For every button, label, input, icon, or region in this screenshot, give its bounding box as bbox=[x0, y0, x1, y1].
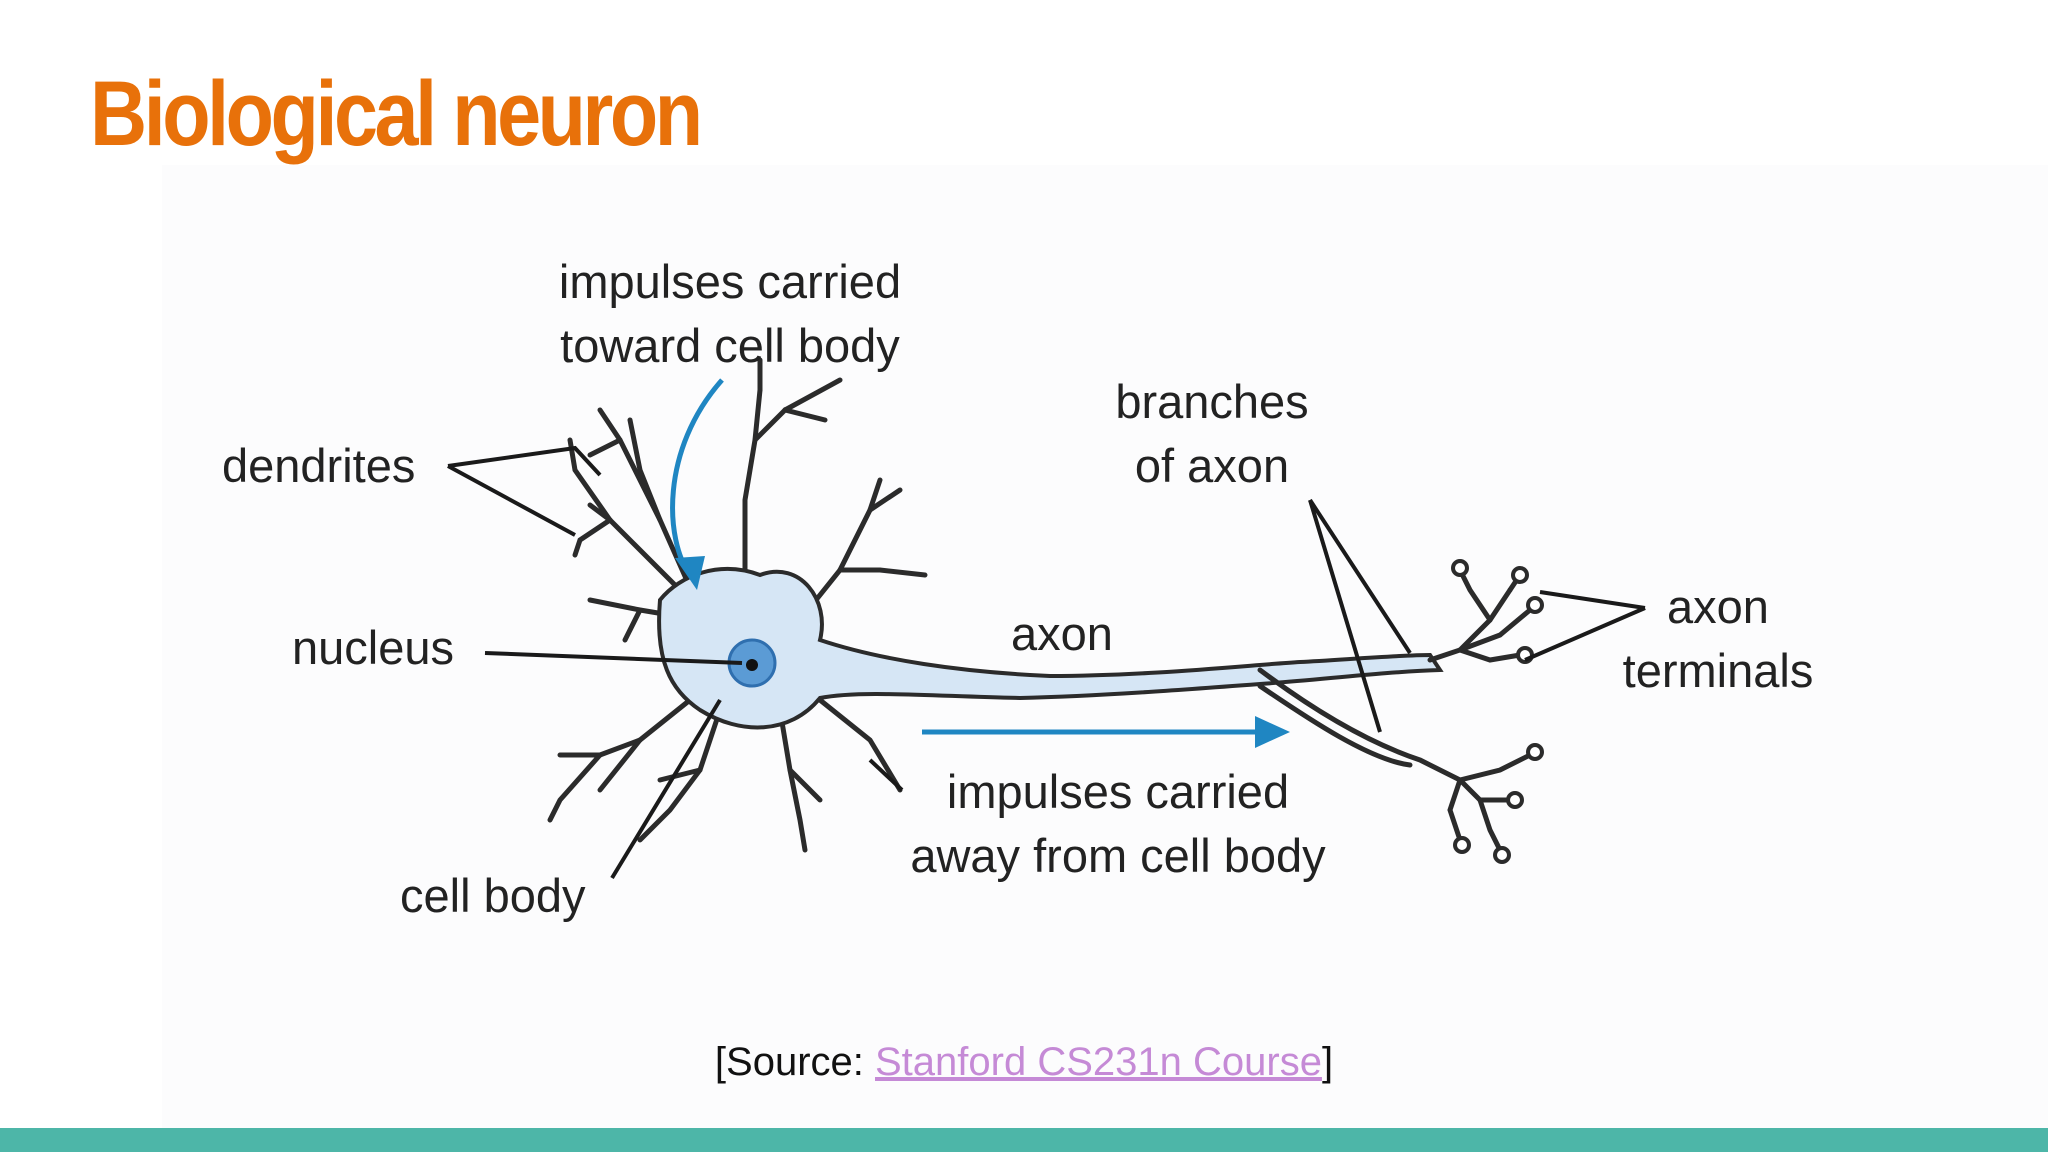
nucleolus-dot bbox=[746, 659, 758, 671]
label-terminals-1: axon bbox=[1667, 580, 1769, 633]
slide-title: Biological neuron bbox=[90, 63, 703, 165]
label-impulses-out-2: away from cell body bbox=[910, 829, 1326, 882]
label-impulses-in-1: impulses carried bbox=[559, 255, 901, 308]
label-impulses-out-1: impulses carried bbox=[947, 765, 1289, 818]
inbound-impulse-arrow bbox=[670, 378, 724, 577]
caption-prefix: [Source: bbox=[714, 1040, 875, 1084]
inbound-arrowhead bbox=[675, 556, 705, 590]
source-link[interactable]: Stanford CS231n Course bbox=[875, 1040, 1322, 1084]
footer-bar bbox=[0, 1128, 2048, 1152]
cell-body-shape bbox=[657, 567, 1444, 730]
label-dendrites: dendrites bbox=[222, 439, 415, 492]
impulse-arrows bbox=[670, 378, 1290, 748]
label-impulses-in-2: toward cell body bbox=[560, 319, 900, 372]
axon-branches bbox=[1257, 567, 1533, 853]
outbound-arrowhead bbox=[1255, 716, 1290, 748]
pointer-lines bbox=[447, 445, 1646, 880]
label-cell-body: cell body bbox=[400, 869, 586, 922]
label-terminals-2: terminals bbox=[1623, 644, 1814, 697]
figure-panel bbox=[162, 165, 2048, 1130]
label-axon: axon bbox=[1011, 607, 1113, 660]
dendrite-branches bbox=[547, 357, 928, 853]
label-branches-1: branches bbox=[1115, 375, 1308, 428]
source-caption: [Source: Stanford CS231n Course] bbox=[0, 1040, 2048, 1085]
caption-suffix: ] bbox=[1321, 1040, 1334, 1084]
label-nucleus: nucleus bbox=[292, 621, 454, 674]
label-branches-2: of axon bbox=[1135, 439, 1289, 492]
neuron-illustration bbox=[547, 357, 1544, 864]
